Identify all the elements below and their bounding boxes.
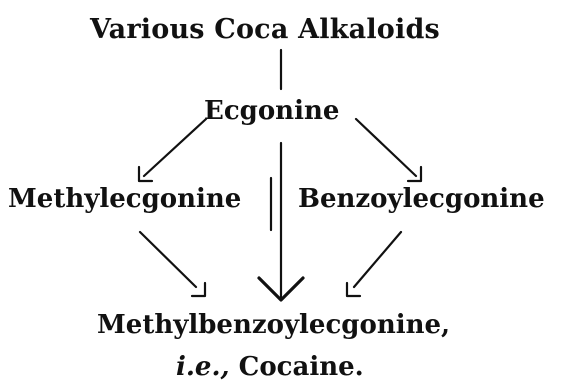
- alias-prefix: i.e.,: [176, 352, 230, 382]
- edge-ecgonine-to-benzoylecgonine: [354, 117, 418, 178]
- node-benzoylecgonine: Benzoylecgonine: [298, 184, 545, 214]
- arrowhead-product-left: [190, 281, 207, 298]
- node-product-alias: i.e., Cocaine.: [176, 354, 364, 380]
- edge-benzoylecgonine-to-product: [352, 230, 403, 289]
- alias-name: Cocaine.: [238, 352, 364, 382]
- edge-ecgonine-to-methylecgonine: [142, 117, 208, 178]
- node-source: Various Coca Alkaloids: [90, 14, 440, 45]
- node-ecgonine: Ecgonine: [204, 96, 340, 126]
- arrowhead-methylecgonine: [137, 165, 154, 183]
- node-methylecgonine: Methylecgonine: [8, 184, 242, 214]
- arrowhead-product-center: [257, 276, 305, 302]
- arrowhead-product-right: [345, 281, 362, 298]
- node-product: Methylbenzoylecgonine,: [97, 310, 451, 340]
- edge-methylecgonine-to-product: [138, 230, 198, 289]
- arrowhead-benzoylecgonine: [406, 165, 423, 183]
